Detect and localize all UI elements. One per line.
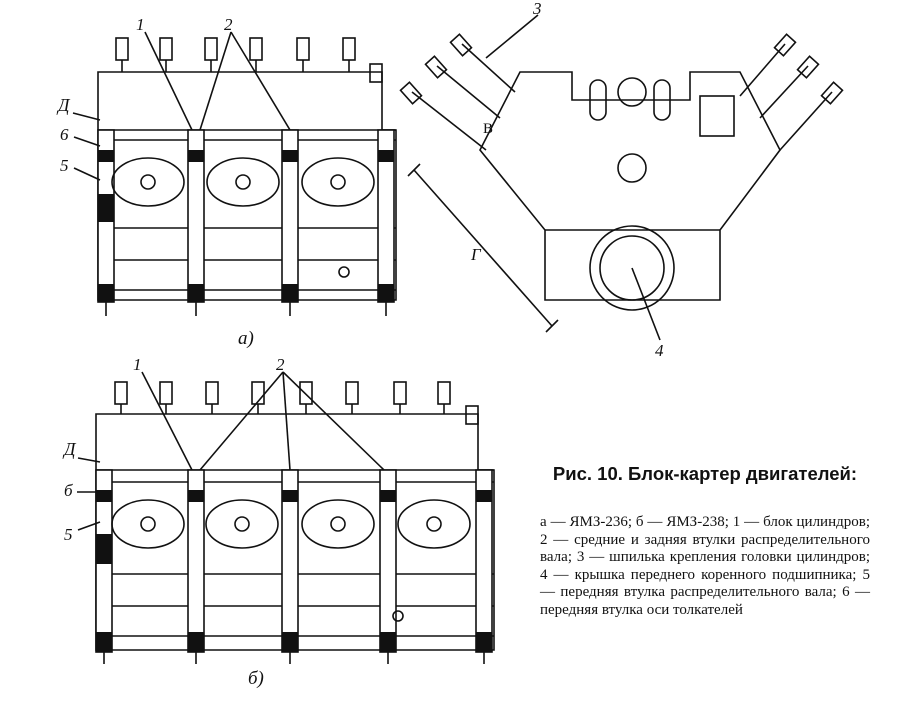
label-3: 3	[533, 0, 542, 18]
head-studs-b	[114, 381, 479, 425]
head-studs-v	[399, 33, 844, 151]
label-1-a: 1	[136, 15, 145, 34]
block-end-view	[399, 14, 844, 341]
label-4: 4	[655, 341, 664, 360]
label-6-b: б	[64, 481, 73, 500]
label-v: В	[483, 121, 494, 137]
label-6-a: 6	[60, 125, 69, 144]
label-2-b: 2	[276, 355, 285, 374]
subfigure-label-a: а)	[238, 328, 254, 349]
head-studs-a	[115, 37, 383, 83]
label-d-b: Д	[64, 439, 76, 459]
label-5-a: 5	[60, 156, 69, 175]
block-side-view-b	[77, 371, 495, 664]
subfigure-label-b: б)	[248, 668, 264, 689]
label-g: Г	[471, 245, 481, 264]
label-1-b: 1	[133, 355, 142, 374]
cylinder-bores-b	[111, 499, 471, 549]
figure-caption-body: а — ЯМЗ-236; б — ЯМЗ-238; 1 — блок цилин…	[540, 514, 870, 618]
label-d-a: Д	[58, 95, 70, 115]
label-5-b: 5	[64, 525, 73, 544]
label-2-a: 2	[224, 15, 233, 34]
cylinder-bores-a	[111, 157, 375, 207]
figure-caption-title: Рис. 10. Блок-картер двигателей:	[552, 463, 858, 484]
block-side-view-a	[72, 31, 397, 316]
